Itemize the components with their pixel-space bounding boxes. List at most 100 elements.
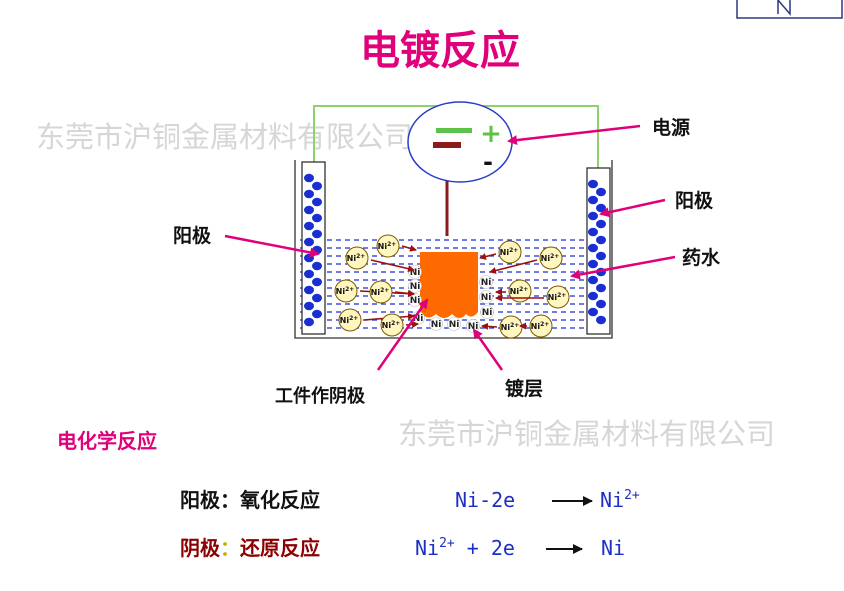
ni-ion bbox=[498, 240, 522, 264]
ni-ion-label: Ni2+ bbox=[500, 247, 519, 257]
equation-row-anode: 阳极：氧化反应 Ni-2e Ni2+ bbox=[180, 488, 640, 512]
cathode-reaction: 还原反应 bbox=[239, 536, 320, 560]
svg-text:Ni: Ni bbox=[601, 536, 625, 560]
deposit-atom: Ni bbox=[431, 320, 442, 330]
deposit-atom-bubble bbox=[447, 317, 461, 331]
deposit-atom-bubble bbox=[429, 317, 443, 331]
anode-ball bbox=[312, 181, 322, 191]
pointer-arrows bbox=[224, 124, 676, 371]
anode-ball bbox=[304, 301, 314, 311]
cathode-separator: ： bbox=[220, 536, 240, 560]
anode-ball bbox=[304, 189, 314, 199]
ni-ion-label: Ni2+ bbox=[541, 253, 560, 263]
deposit-atom-bubble bbox=[479, 275, 493, 289]
ion-arrow bbox=[489, 259, 538, 274]
svg-text:Ni2+: Ni2+ bbox=[600, 488, 640, 512]
ion-arrow bbox=[481, 322, 498, 330]
ni-ion-label: Ni2+ bbox=[347, 253, 366, 263]
ni-ion bbox=[334, 279, 358, 303]
anode-ball bbox=[588, 275, 598, 285]
anode-left bbox=[301, 161, 326, 335]
ion-arrow bbox=[401, 244, 417, 252]
deposit-atom: Ni bbox=[449, 320, 460, 330]
page-title: 电镀反应 bbox=[360, 28, 520, 74]
anode-ball bbox=[312, 261, 322, 271]
anode-ball bbox=[588, 307, 598, 317]
section-heading: 电化学反应 bbox=[57, 429, 157, 453]
deposit-atom: Ni bbox=[481, 293, 492, 303]
anode-lhs: Ni-2e bbox=[455, 488, 515, 512]
deposit-atom: Ni bbox=[410, 296, 421, 306]
cathode-label: 工件作阴极 bbox=[275, 385, 366, 407]
ni-ion-label: Ni2+ bbox=[378, 241, 397, 251]
cathode-lhs-tail: + 2e bbox=[455, 536, 515, 560]
svg-text:Ni-2e: Ni-2e bbox=[455, 488, 515, 512]
anode-ball bbox=[596, 315, 606, 325]
anode-ball bbox=[596, 235, 606, 245]
anode-rhs: Ni bbox=[600, 488, 624, 512]
anode-ball bbox=[596, 219, 606, 229]
anode-ball bbox=[596, 203, 606, 213]
ion-arrow bbox=[405, 321, 419, 328]
deposit-atom: Ni bbox=[481, 278, 492, 288]
ni-ion bbox=[338, 308, 362, 332]
solution-label: 药水 bbox=[682, 246, 721, 269]
anode-ball bbox=[588, 291, 598, 301]
anode-ball bbox=[596, 251, 606, 261]
anode-ball bbox=[588, 243, 598, 253]
anode-ball bbox=[312, 229, 322, 239]
minus-sign: - bbox=[483, 148, 493, 176]
deposit-atom: Ni bbox=[413, 314, 424, 324]
anode-ball bbox=[304, 237, 314, 247]
anode-left-label: 阳极 bbox=[173, 224, 212, 247]
anode-ball bbox=[588, 211, 598, 221]
watermark-bottom: 东莞市沪铜金属材料有限公司 bbox=[398, 417, 775, 451]
ion-arrow bbox=[479, 253, 497, 260]
deposit-atom: Ni bbox=[482, 308, 493, 318]
anode-ball bbox=[596, 299, 606, 309]
svg-text:Ni2+ + 2e: Ni2+ + 2e bbox=[415, 536, 515, 560]
anode-ball bbox=[312, 309, 322, 319]
anode-ball bbox=[588, 179, 598, 189]
svg-text:阴极：还原反应: 阴极：还原反应 bbox=[180, 536, 320, 560]
anode-rhs-sup: 2+ bbox=[624, 488, 640, 503]
anode-ball bbox=[312, 197, 322, 207]
cathode-electrode: 阴极 bbox=[180, 536, 221, 560]
cathode-lhs: Ni bbox=[415, 536, 439, 560]
anode-ball bbox=[304, 253, 314, 263]
anode-right bbox=[586, 167, 611, 335]
ion-arrow bbox=[394, 289, 415, 297]
ni-ion bbox=[546, 285, 570, 309]
power-label: 电源 bbox=[652, 116, 690, 139]
ni-ion-label: Ni2+ bbox=[510, 286, 529, 296]
anode-ball bbox=[588, 227, 598, 237]
ni-ion-label: Ni2+ bbox=[548, 292, 567, 302]
ion-arrow bbox=[370, 259, 415, 273]
ni-ion-label: Ni2+ bbox=[371, 287, 390, 297]
anode-ball bbox=[304, 173, 314, 183]
deposit-atom-bubble bbox=[480, 305, 494, 319]
ni-ion-label: Ni2+ bbox=[531, 321, 550, 331]
ni-ion bbox=[508, 279, 532, 303]
anode-ball bbox=[312, 277, 322, 287]
deposit-atom: Ni bbox=[410, 282, 421, 292]
cathode-rhs: Ni bbox=[601, 536, 625, 560]
plating-layer-label: 镀层 bbox=[505, 377, 543, 400]
equation-row-cathode: 阴极：还原反应 Ni2+ + 2e Ni bbox=[180, 536, 625, 560]
anode-right-label: 阳极 bbox=[675, 189, 714, 212]
anode-ball bbox=[596, 187, 606, 197]
deposit-atom-bubble bbox=[479, 290, 493, 304]
power-source: + - bbox=[407, 101, 513, 183]
ni-ion bbox=[376, 234, 400, 258]
workpiece-cathode bbox=[420, 252, 478, 318]
anode-reaction: 氧化反应 bbox=[239, 488, 320, 512]
ni-ion bbox=[345, 246, 369, 270]
anode-ball bbox=[588, 195, 598, 205]
cathode-lhs-sup: 2+ bbox=[439, 536, 455, 551]
anode-ball bbox=[312, 293, 322, 303]
ni-ion-label: Ni2+ bbox=[336, 286, 355, 296]
plus-sign: + bbox=[480, 119, 502, 149]
anode-ball bbox=[304, 221, 314, 231]
anode-ball bbox=[312, 213, 322, 223]
ni-ion-label: Ni2+ bbox=[340, 315, 359, 325]
